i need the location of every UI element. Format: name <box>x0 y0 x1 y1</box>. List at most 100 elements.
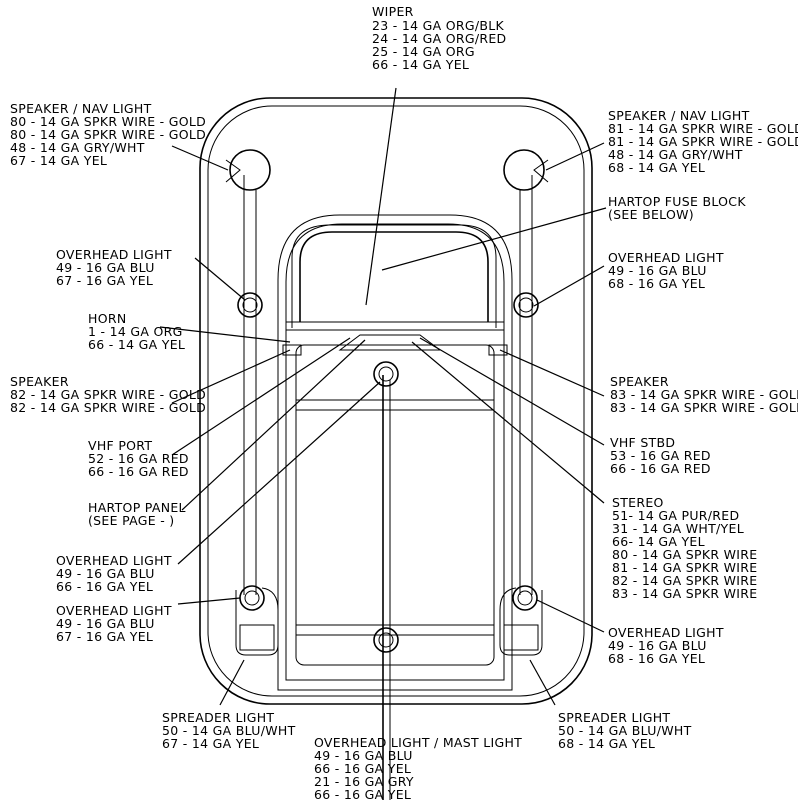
overhead-light-right-lower <box>512 585 538 611</box>
label-line: 80 - 14 GA SPKR WIRE - GOLD <box>10 114 206 129</box>
label-line: 83 - 14 GA SPKR WIRE <box>612 586 757 601</box>
label-stereo: STEREO 51- 14 GA PUR/RED 31 - 14 GA WHT/… <box>612 495 757 601</box>
label-horn: HORN 1 - 14 GA ORG 66 - 14 GA YEL <box>88 311 185 352</box>
hardtop-outline <box>199 97 593 705</box>
label-vhf-stbd: VHF STBD 53 - 16 GA RED 66 - 16 GA RED <box>610 435 711 476</box>
label-line: 49 - 16 GA BLU <box>608 263 707 278</box>
label-line: 53 - 16 GA RED <box>610 448 711 463</box>
label-line: (SEE BELOW) <box>608 207 694 222</box>
label-line: VHF PORT <box>88 438 152 453</box>
label-line: 67 - 14 GA YEL <box>10 153 107 168</box>
label-line: 67 - 14 GA YEL <box>162 736 259 751</box>
label-line: 66 - 14 GA YEL <box>88 337 185 352</box>
label-line: 49 - 16 GA BLU <box>56 566 155 581</box>
label-wiper: WIPER 23 - 14 GA ORG/BLK 24 - 14 GA ORG/… <box>372 4 506 72</box>
overhead-light-left-upper <box>237 292 263 318</box>
label-line: OVERHEAD LIGHT <box>56 603 172 618</box>
overhead-light-center-upper <box>373 361 399 387</box>
label-line: 80 - 14 GA SPKR WIRE - GOLD <box>10 127 206 142</box>
label-overhead-right-upper: OVERHEAD LIGHT 49 - 16 GA BLU 68 - 16 GA… <box>608 250 724 291</box>
label-line: 66 - 16 GA YEL <box>56 579 153 594</box>
label-line: 68 - 16 GA YEL <box>608 276 705 291</box>
label-vhf-port: VHF PORT 52 - 16 GA RED 66 - 16 GA RED <box>88 438 189 479</box>
label-line: OVERHEAD LIGHT <box>608 250 724 265</box>
label-overhead-right-lower: OVERHEAD LIGHT 49 - 16 GA BLU 68 - 16 GA… <box>608 625 724 666</box>
label-line: 66 - 16 GA RED <box>88 464 189 479</box>
label-overhead-left-lower: OVERHEAD LIGHT 49 - 16 GA BLU 67 - 16 GA… <box>56 603 172 644</box>
label-line: OVERHEAD LIGHT <box>56 553 172 568</box>
label-line: SPEAKER / NAV LIGHT <box>10 101 152 116</box>
label-line: VHF STBD <box>610 435 675 450</box>
label-line: 52 - 16 GA RED <box>88 451 189 466</box>
overhead-light-center-lower <box>373 627 399 653</box>
label-line: 1 - 14 GA ORG <box>88 324 183 339</box>
label-line: 21 - 16 GA GRY <box>314 774 414 789</box>
label-line: 25 - 14 GA ORG <box>372 44 475 59</box>
label-speaker-left: SPEAKER 82 - 14 GA SPKR WIRE - GOLD 82 -… <box>10 374 206 415</box>
label-speaker-nav-left: SPEAKER / NAV LIGHT 80 - 14 GA SPKR WIRE… <box>10 101 206 168</box>
leader-lines <box>159 87 607 706</box>
label-line: 23 - 14 GA ORG/BLK <box>372 18 505 33</box>
speaker-pod-right <box>503 149 549 191</box>
label-line: 50 - 14 GA BLU/WHT <box>558 723 692 738</box>
label-line: HARTOP PANEL <box>88 500 186 515</box>
label-line: 66 - 16 GA YEL <box>314 787 411 802</box>
label-line: 68 - 14 GA YEL <box>608 160 705 175</box>
label-line: 50 - 14 GA BLU/WHT <box>162 723 296 738</box>
label-overhead-left-mid: OVERHEAD LIGHT 49 - 16 GA BLU 66 - 16 GA… <box>56 553 172 594</box>
side-rails <box>243 175 533 595</box>
label-line: 67 - 16 GA YEL <box>56 629 153 644</box>
label-line: 49 - 16 GA BLU <box>314 748 413 763</box>
label-line: HORN <box>88 311 126 326</box>
speaker-pod-left <box>225 149 271 191</box>
label-line: 80 - 14 GA SPKR WIRE <box>612 547 757 562</box>
label-line: (SEE PAGE - ) <box>88 513 174 528</box>
label-line: 81 - 14 GA SPKR WIRE <box>612 560 757 575</box>
label-line: 24 - 14 GA ORG/RED <box>372 31 506 46</box>
label-speaker-right: SPEAKER 83 - 14 GA SPKR WIRE - GOLD 83 -… <box>610 374 798 415</box>
spreader-light-right <box>499 587 543 656</box>
label-line: 49 - 16 GA BLU <box>56 616 155 631</box>
label-line: 51- 14 GA PUR/RED <box>612 508 739 523</box>
label-overhead-left-upper: OVERHEAD LIGHT 49 - 16 GA BLU 67 - 16 GA… <box>56 247 172 288</box>
label-line: 48 - 14 GA GRY/WHT <box>10 140 145 155</box>
label-line: SPEAKER <box>610 374 669 389</box>
label-line: OVERHEAD LIGHT <box>608 625 724 640</box>
label-line: STEREO <box>612 495 664 510</box>
label-line: 82 - 14 GA SPKR WIRE - GOLD <box>10 387 206 402</box>
label-line: OVERHEAD LIGHT <box>56 247 172 262</box>
label-hartop-panel: HARTOP PANEL (SEE PAGE - ) <box>88 500 186 528</box>
label-hartop-fuse-block: HARTOP FUSE BLOCK (SEE BELOW) <box>608 194 746 222</box>
label-line: 66 - 16 GA RED <box>610 461 711 476</box>
label-line: 83 - 14 GA SPKR WIRE - GOLD <box>610 400 798 415</box>
label-line: HARTOP FUSE BLOCK <box>608 194 746 209</box>
label-line: SPREADER LIGHT <box>558 710 670 725</box>
label-line: 49 - 16 GA BLU <box>56 260 155 275</box>
label-line: WIPER <box>372 4 414 19</box>
label-overhead-mast: OVERHEAD LIGHT / MAST LIGHT 49 - 16 GA B… <box>314 735 522 802</box>
label-line: 68 - 16 GA YEL <box>608 651 705 666</box>
label-line: 81 - 14 GA SPKR WIRE - GOLD <box>608 121 798 136</box>
label-line: 66- 14 GA YEL <box>612 534 705 549</box>
label-speaker-nav-right: SPEAKER / NAV LIGHT 81 - 14 GA SPKR WIRE… <box>608 108 798 175</box>
label-line: SPREADER LIGHT <box>162 710 274 725</box>
label-line: 81 - 14 GA SPKR WIRE - GOLD <box>608 134 798 149</box>
label-line: OVERHEAD LIGHT / MAST LIGHT <box>314 735 522 750</box>
overhead-light-left-lower <box>239 585 265 611</box>
label-line: 31 - 14 GA WHT/YEL <box>612 521 744 536</box>
label-line: 49 - 16 GA BLU <box>608 638 707 653</box>
label-line: SPEAKER <box>10 374 69 389</box>
label-line: 82 - 14 GA SPKR WIRE <box>612 573 757 588</box>
overhead-light-right-upper <box>513 292 539 318</box>
label-line: 67 - 16 GA YEL <box>56 273 153 288</box>
label-line: 48 - 14 GA GRY/WHT <box>608 147 743 162</box>
label-line: 68 - 14 GA YEL <box>558 736 655 751</box>
label-spreader-left: SPREADER LIGHT 50 - 14 GA BLU/WHT 67 - 1… <box>162 710 296 751</box>
label-line: 83 - 14 GA SPKR WIRE - GOLD <box>610 387 798 402</box>
spreader-light-left <box>235 587 279 656</box>
label-spreader-right: SPREADER LIGHT 50 - 14 GA BLU/WHT 68 - 1… <box>558 710 692 751</box>
center-frame <box>277 214 513 691</box>
label-line: 66 - 14 GA YEL <box>372 57 469 72</box>
label-line: 66 - 16 GA YEL <box>314 761 411 776</box>
